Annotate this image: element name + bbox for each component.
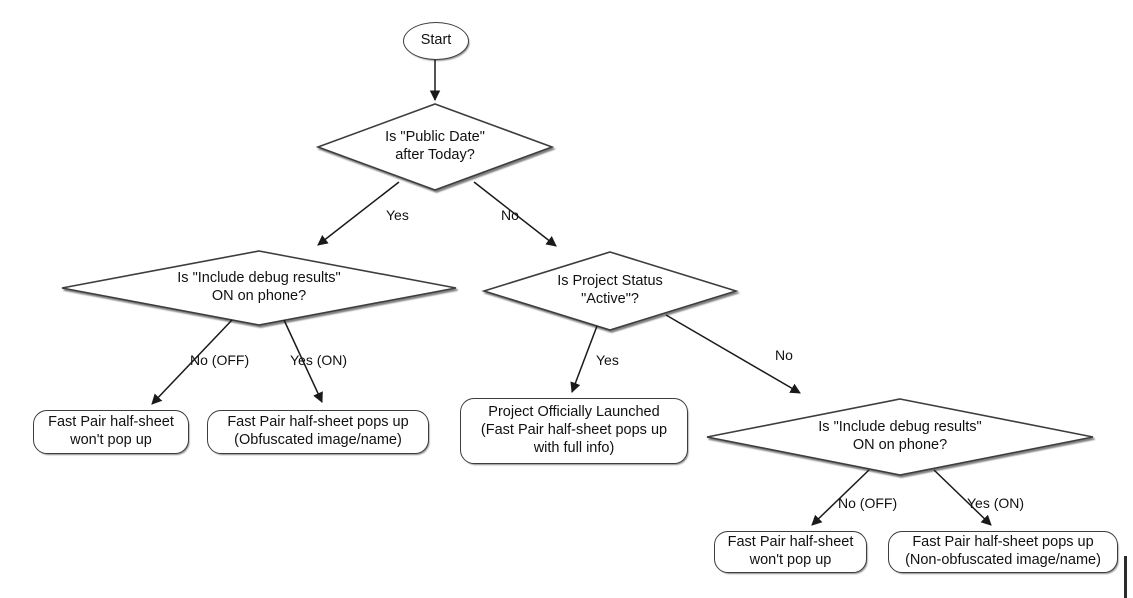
node-result-right-off[interactable]: Fast Pair half-sheet won't pop up [714, 531, 867, 573]
node-decision-debug-left-label: Is "Include debug results" ON on phone? [177, 270, 341, 304]
node-result-left-off[interactable]: Fast Pair half-sheet won't pop up [33, 410, 189, 454]
node-decision-debug-right[interactable]: Is "Include debug results" ON on phone? [707, 399, 1093, 475]
scan-artifact [1124, 556, 1127, 598]
node-decision-debug-left[interactable]: Is "Include debug results" ON on phone? [62, 251, 456, 325]
node-start[interactable]: Start [403, 22, 469, 60]
node-decision-public-date[interactable]: Is "Public Date" after Today? [318, 104, 552, 190]
edge-label-project-status-yes: Yes [596, 352, 619, 368]
edge-label-project-status-no: No [775, 347, 793, 363]
edge-label-debug-left-off: No (OFF) [190, 352, 250, 368]
node-decision-public-date-label: Is "Public Date" after Today? [385, 129, 485, 163]
node-result-left-on-label: Fast Pair half-sheet pops up (Obfuscated… [227, 414, 409, 448]
node-result-right-on-label: Fast Pair half-sheet pops up (Non-obfusc… [905, 534, 1101, 568]
node-start-label: Start [420, 32, 452, 49]
node-result-launched[interactable]: Project Officially Launched (Fast Pair h… [460, 398, 688, 464]
node-result-left-on[interactable]: Fast Pair half-sheet pops up (Obfuscated… [207, 410, 429, 454]
node-decision-project-status[interactable]: Is Project Status "Active"? [484, 252, 736, 330]
node-result-right-off-label: Fast Pair half-sheet won't pop up [727, 534, 854, 568]
edge-label-debug-left-on: Yes (ON) [290, 352, 348, 368]
node-result-right-on[interactable]: Fast Pair half-sheet pops up (Non-obfusc… [888, 531, 1118, 573]
node-result-launched-label: Project Officially Launched (Fast Pair h… [480, 404, 668, 456]
node-result-left-off-label: Fast Pair half-sheet won't pop up [48, 414, 174, 448]
edge-project-status-yes [570, 325, 598, 393]
edge-label-public-date-no: No [501, 207, 519, 223]
edge-label-debug-right-off: No (OFF) [838, 495, 898, 511]
edge-label-public-date-yes: Yes [386, 207, 409, 223]
node-decision-debug-right-label: Is "Include debug results" ON on phone? [818, 419, 982, 453]
node-decision-project-status-label: Is Project Status "Active"? [557, 273, 663, 307]
edge-label-debug-right-on: Yes (ON) [967, 495, 1025, 511]
